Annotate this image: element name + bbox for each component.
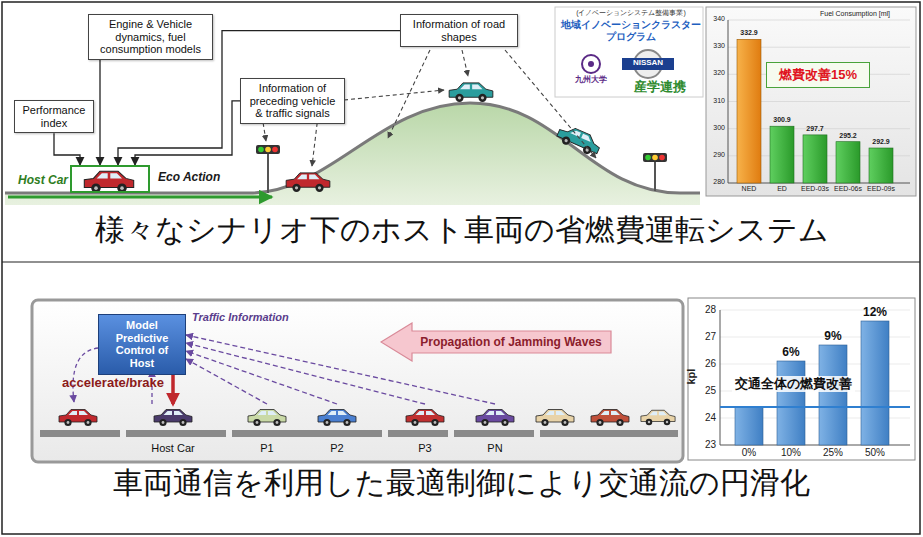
- label: Traffic Information: [192, 311, 289, 324]
- label: 340: [706, 15, 725, 23]
- label: 交通全体の燃費改善: [732, 376, 855, 392]
- label: 332.9: [731, 29, 767, 37]
- label: 320: [706, 69, 725, 77]
- label: 297.7: [797, 125, 833, 133]
- connector: [171, 375, 175, 404]
- wave-arrow: Propagation of Jamming Waves: [380, 322, 612, 362]
- node-text: Model Predictive Control of Host: [102, 319, 182, 370]
- label: 6%: [773, 345, 809, 359]
- label: 9%: [815, 329, 851, 343]
- label: 290: [706, 151, 725, 159]
- label: kpl: [685, 362, 698, 392]
- kpl-chart: [688, 298, 915, 460]
- label: (イノベーションシステム整備事業): [556, 9, 706, 17]
- label: 10%: [777, 447, 805, 459]
- label: EED-06s: [830, 185, 866, 193]
- label: 0%: [735, 447, 763, 459]
- node-text: Performance index: [19, 104, 89, 129]
- node-text: P1: [242, 442, 292, 454]
- label: EED-03s: [797, 185, 833, 193]
- connector: [186, 351, 337, 404]
- node-text: Host Car: [18, 173, 68, 187]
- vehicle: P3: [400, 404, 450, 454]
- label: 12%: [857, 305, 893, 319]
- label: 295.2: [830, 132, 866, 140]
- connector: [135, 101, 240, 165]
- result-box: 燃費改善15%: [766, 62, 870, 88]
- edge-label: accelerate/brake: [40, 375, 164, 391]
- node-text: Engine & Vehicle dynamics, fuel consumpt…: [93, 18, 208, 56]
- label: 28: [698, 304, 716, 316]
- label: 310: [706, 97, 725, 105]
- vehicle: PN: [470, 404, 520, 454]
- label: 25: [698, 385, 716, 397]
- fuel-chart: [706, 7, 916, 196]
- info-box: Information of road shapes: [400, 14, 518, 47]
- traffic-scene: [32, 300, 683, 462]
- label: ED: [764, 185, 800, 193]
- label: NISSAN: [622, 58, 674, 68]
- label: Fuel Consumption [ml]: [798, 10, 912, 18]
- label: NED: [731, 185, 767, 193]
- label: 産学連携: [620, 79, 700, 95]
- label: 300: [706, 124, 725, 132]
- divider: [2, 261, 920, 262]
- label: 27: [698, 331, 716, 343]
- connector: [186, 343, 425, 404]
- node-text: Information of road shapes: [405, 18, 513, 43]
- vehicle: P2: [312, 404, 362, 454]
- host-car-box: Host Car: [70, 165, 150, 193]
- node-text: P3: [400, 442, 450, 454]
- traffic-light: [256, 145, 280, 193]
- info-box: Information of preceding vehicle & traff…: [240, 78, 345, 124]
- node-text: 燃費改善15%: [770, 66, 866, 84]
- label: 九州大学: [566, 75, 616, 85]
- node-text: Propagation of Jamming Waves: [420, 335, 602, 349]
- label: 280: [706, 178, 725, 186]
- label: 26: [698, 358, 716, 370]
- label: EED-09s: [863, 185, 899, 193]
- connector: [99, 60, 100, 165]
- vehicle: P1: [242, 404, 292, 454]
- label: 300.9: [764, 116, 800, 124]
- label: 24: [698, 412, 716, 424]
- label: 330: [706, 42, 725, 50]
- traffic-light: [643, 153, 667, 191]
- node-text: P2: [312, 442, 362, 454]
- node-text: Information of preceding vehicle & traff…: [245, 82, 340, 120]
- info-box: Performance index: [14, 100, 94, 133]
- vehicle: Host Car: [145, 404, 201, 454]
- label: 25%: [819, 447, 847, 459]
- label: 様々なシナリオ下のホスト車両の省燃費運転システム: [5, 212, 918, 248]
- connector: [54, 133, 80, 165]
- label: 292.9: [863, 138, 899, 146]
- label: 車両通信を利用した最適制御により交通流の円滑化: [5, 465, 918, 501]
- label: 50%: [861, 447, 889, 459]
- info-box: Engine & Vehicle dynamics, fuel consumpt…: [88, 14, 213, 60]
- node-text: Host Car: [145, 442, 201, 454]
- label: 地域イノベーションクラスター プログラム: [556, 19, 706, 43]
- label: Eco Action: [158, 170, 220, 184]
- label: 23: [698, 439, 716, 451]
- controller-box: Model Predictive Control of Host: [98, 314, 186, 375]
- node-text: PN: [470, 442, 520, 454]
